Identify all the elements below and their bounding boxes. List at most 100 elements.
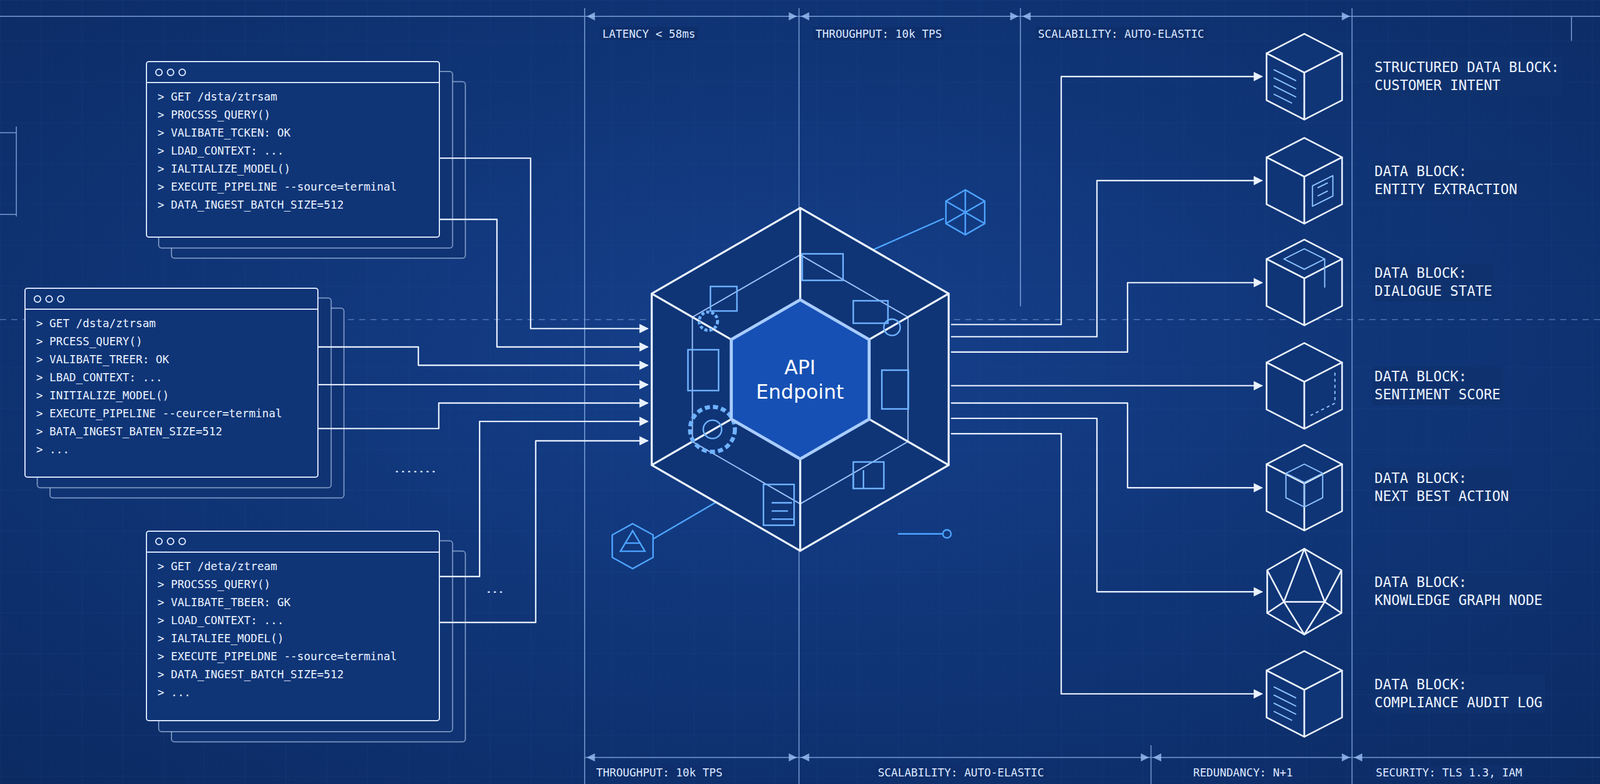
window-dot	[166, 537, 175, 546]
block-text: KNOWLEDGE GRAPH NODE	[1374, 591, 1543, 610]
block-text: DATA BLOCK:	[1374, 675, 1543, 694]
spec-label: REDUNDANCY: N+1	[1190, 765, 1296, 780]
terminal-line: > GET /dsta/ztrsam	[36, 314, 307, 333]
connector-arrow	[439, 158, 649, 329]
decorative-icons	[395, 190, 985, 593]
terminal-line: > IALTIALIZE_MODEL()	[157, 159, 429, 178]
terminal-line: > EXECUTE_PIPELINE --ceurcer=terminal	[36, 404, 307, 423]
connector-arrow	[439, 421, 649, 577]
connector-arrow	[950, 433, 1262, 694]
connector-arrow	[439, 440, 649, 623]
terminal-line: > IALTALIEE_MODEL()	[157, 629, 429, 648]
block-label: STRUCTURED DATA BLOCK:CUSTOMER INTENT	[1372, 57, 1562, 96]
cube-icon	[1263, 648, 1345, 740]
data-block: DATA BLOCK:COMPLIANCE AUDIT LOG	[1263, 648, 1545, 740]
spec-label: THROUGHPUT: 10k TPS	[593, 765, 725, 780]
hub-title: API Endpoint	[744, 355, 855, 404]
window-dot	[155, 68, 163, 77]
block-text: STRUCTURED DATA BLOCK:	[1374, 58, 1560, 77]
block-text: DATA BLOCK:	[1374, 573, 1543, 592]
terminal-line: > BATA_INGEST_BATEN_SIZE=512	[36, 422, 307, 441]
cube-icon	[1263, 545, 1345, 638]
window-dot	[33, 295, 42, 303]
terminal-body: > GET /deta/ztream> PROCSSS_QUERY()> VAL…	[147, 552, 439, 709]
block-label: DATA BLOCK:COMPLIANCE AUDIT LOG	[1372, 674, 1545, 714]
terminal-line: > GET /deta/ztream	[157, 557, 429, 576]
block-text: NEXT BEST ACTION	[1374, 487, 1509, 506]
spec-label: LATENCY < 58ms	[599, 26, 698, 41]
connector-arrow	[950, 403, 1262, 489]
block-label: DATA BLOCK:DIALOGUE STATE	[1372, 263, 1495, 302]
window-dot	[166, 68, 175, 77]
terminal-line: > INITIALIZE_MODEL()	[36, 386, 307, 405]
terminal-body: > GET /dsta/ztrsam> PRCESS_QUERY()> VALI…	[25, 309, 318, 466]
hub-center: API Endpoint	[649, 206, 952, 552]
data-block: DATA BLOCK:NEXT BEST ACTION	[1263, 441, 1512, 534]
terminal-line: > DATA_INGEST_BATCH_SIZE=512	[157, 195, 429, 214]
terminal-line: > LOAD_CONTEXT: ...	[157, 611, 429, 630]
terminal-line: > VALIBATE_TREER: OK	[36, 350, 307, 369]
cube-icon	[1263, 339, 1345, 432]
terminal-window: > GET /dsta/ztrsam> PROCSSS_QUERY()> VAL…	[145, 61, 440, 238]
hub-illustration	[649, 206, 952, 552]
cube-icon	[1263, 134, 1345, 227]
data-block: DATA BLOCK:SENTIMENT SCORE	[1263, 339, 1503, 432]
terminal-line: > ...	[36, 440, 307, 459]
data-block: DATA BLOCK:DIALOGUE STATE	[1263, 236, 1495, 329]
connector-arrow	[950, 418, 1262, 592]
connector-arrow	[318, 384, 649, 386]
data-block: DATA BLOCK:KNOWLEDGE GRAPH NODE	[1263, 545, 1545, 638]
api-endpoint-hub: API Endpoint	[649, 206, 952, 552]
connector-arrow	[318, 346, 649, 366]
title-bar	[147, 62, 439, 84]
terminal-line: > PROCSSS_QUERY()	[157, 105, 429, 124]
dimension-arrows	[586, 12, 1363, 762]
connector-arrow	[950, 282, 1262, 352]
connector-arrow	[318, 403, 649, 429]
cube-icon	[1263, 236, 1345, 329]
block-text: DATA BLOCK:	[1374, 469, 1509, 488]
terminal-body: > GET /dsta/ztrsam> PROCSSS_QUERY()> VAL…	[147, 83, 439, 221]
terminal-line: > EXECUTE_PIPELDNE --source=terminal	[157, 647, 429, 666]
cube-icon	[1263, 30, 1345, 123]
connector-arrow	[950, 76, 1262, 325]
block-text: SENTIMENT SCORE	[1374, 385, 1501, 404]
terminal-window: > GET /dsta/ztrsam> PRCESS_QUERY()> VALI…	[24, 287, 319, 478]
guide-lines	[0, 8, 1600, 784]
terminal-line: > LDAD_CONTEXT: ...	[157, 141, 429, 160]
terminal-line: > ...	[157, 683, 429, 702]
block-text: DATA BLOCK:	[1374, 367, 1501, 386]
block-text: ENTITY EXTRACTION	[1374, 180, 1518, 199]
terminal-line: > PROCSSS_QUERY()	[157, 575, 429, 594]
spec-label: SCALABILITY: AUTO-ELASTIC	[875, 765, 1047, 780]
spec-label: SCALABILITY: AUTO-ELASTIC	[1035, 26, 1207, 41]
terminal-line: > LBAD_CONTEXT: ...	[36, 368, 307, 387]
connector-arrow	[439, 219, 649, 347]
block-text: DATA BLOCK:	[1374, 264, 1492, 283]
terminal-line: > GET /dsta/ztrsam	[157, 87, 429, 106]
block-text: DATA BLOCK:	[1374, 162, 1518, 181]
terminal-line: > VALIBATE_TCKEN: OK	[157, 123, 429, 142]
block-label: DATA BLOCK:ENTITY EXTRACTION	[1372, 161, 1520, 200]
spec-label: SECURITY: TLS 1.3, IAM	[1373, 765, 1525, 780]
data-block: STRUCTURED DATA BLOCK:CUSTOMER INTENT	[1263, 30, 1562, 123]
block-text: COMPLIANCE AUDIT LOG	[1374, 693, 1543, 712]
terminal-window: > GET /deta/ztream> PROCSSS_QUERY()> VAL…	[145, 530, 440, 722]
spec-label: THROUGHPUT: 10k TPS	[813, 26, 944, 41]
cube-icon	[1263, 441, 1345, 534]
window-dot	[155, 537, 163, 546]
connector-arrow	[950, 180, 1262, 338]
block-label: DATA BLOCK:SENTIMENT SCORE	[1372, 366, 1503, 406]
window-dot	[178, 68, 186, 77]
terminal-line: > PRCESS_QUERY()	[36, 332, 307, 351]
block-text: DIALOGUE STATE	[1374, 282, 1492, 301]
title-bar	[25, 288, 318, 310]
block-text: CUSTOMER INTENT	[1374, 76, 1560, 95]
block-label: DATA BLOCK:NEXT BEST ACTION	[1372, 468, 1512, 507]
window-dot	[178, 537, 186, 546]
connector-arrow	[950, 384, 1262, 386]
block-label: DATA BLOCK:KNOWLEDGE GRAPH NODE	[1372, 572, 1545, 611]
